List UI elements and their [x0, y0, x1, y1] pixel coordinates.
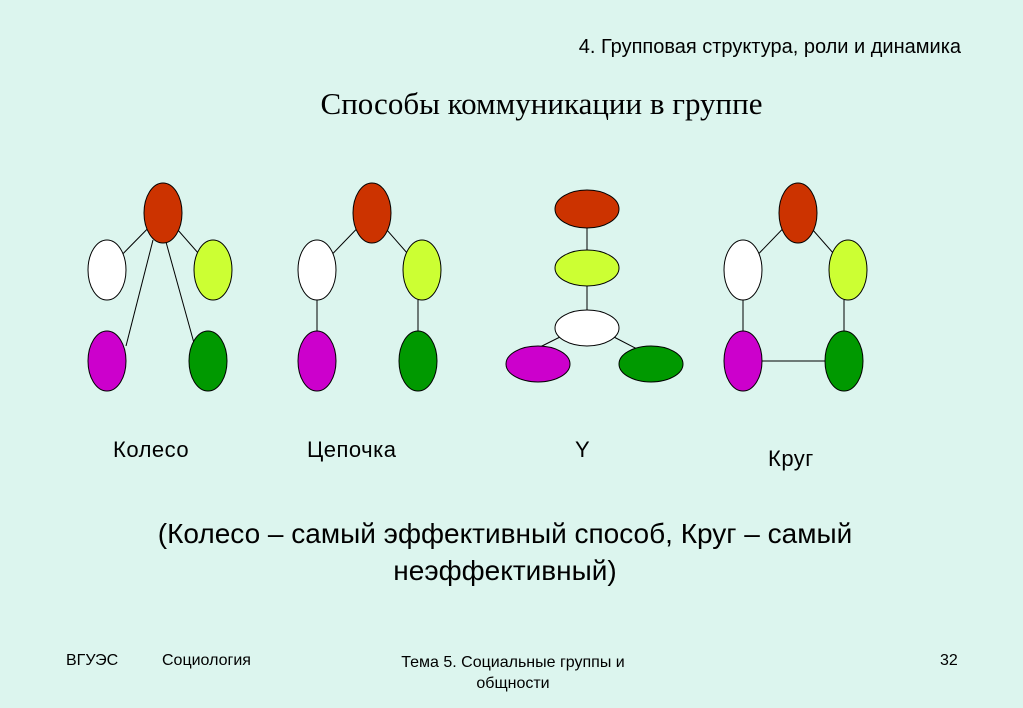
circle-node-white [723, 239, 763, 301]
chain-node-green [398, 330, 438, 392]
wheel-node-green [188, 330, 228, 392]
efficiency-note: (Колесо – самый эффективный способ, Круг… [0, 515, 1010, 589]
chain-top-node [352, 182, 392, 244]
circle-label: Круг [768, 446, 814, 471]
y-label: Y [575, 437, 591, 462]
note-line-2: неэффективный) [393, 555, 617, 586]
wheel-node-lime [193, 239, 233, 301]
wheel-label: Колесо [113, 437, 190, 462]
y-node-white [554, 309, 620, 347]
circle-node-magenta [723, 330, 763, 392]
wheel-node-white [87, 239, 127, 301]
circle-node-lime [828, 239, 868, 301]
note-line-1: (Колесо – самый эффективный способ, Круг… [157, 518, 853, 549]
y-node-lime [554, 249, 620, 287]
footer-topic-line-1: Тема 5. Социальные группы и [401, 654, 625, 671]
footer-topic-line-2: общности [476, 675, 550, 692]
chain-label: Цепочка [307, 437, 397, 462]
wheel-center-node [143, 182, 183, 244]
footer-course: Социология [162, 652, 251, 669]
slide-header: 4. Групповая структура, роли и динамика [578, 36, 961, 58]
footer-topic: Тема 5. Социальные группы и общности [368, 652, 658, 694]
wheel-edge [165, 241, 195, 344]
circle-diagram [723, 182, 868, 392]
y-top-node [554, 189, 620, 229]
chain-node-magenta [297, 330, 337, 392]
page-number: 32 [940, 652, 958, 669]
chain-diagram [297, 182, 442, 392]
wheel-diagram [87, 182, 233, 392]
chain-node-lime [402, 239, 442, 301]
y-node-green [618, 345, 684, 383]
wheel-edge [125, 239, 154, 347]
slide-title: Способы коммуникации в группе [320, 86, 763, 121]
circle-top-node [778, 182, 818, 244]
y-diagram [505, 189, 684, 383]
footer-org: ВГУЭС [66, 652, 119, 669]
chain-node-white [297, 239, 337, 301]
wheel-node-magenta [87, 330, 127, 392]
circle-node-green [824, 330, 864, 392]
y-node-magenta [505, 345, 571, 383]
